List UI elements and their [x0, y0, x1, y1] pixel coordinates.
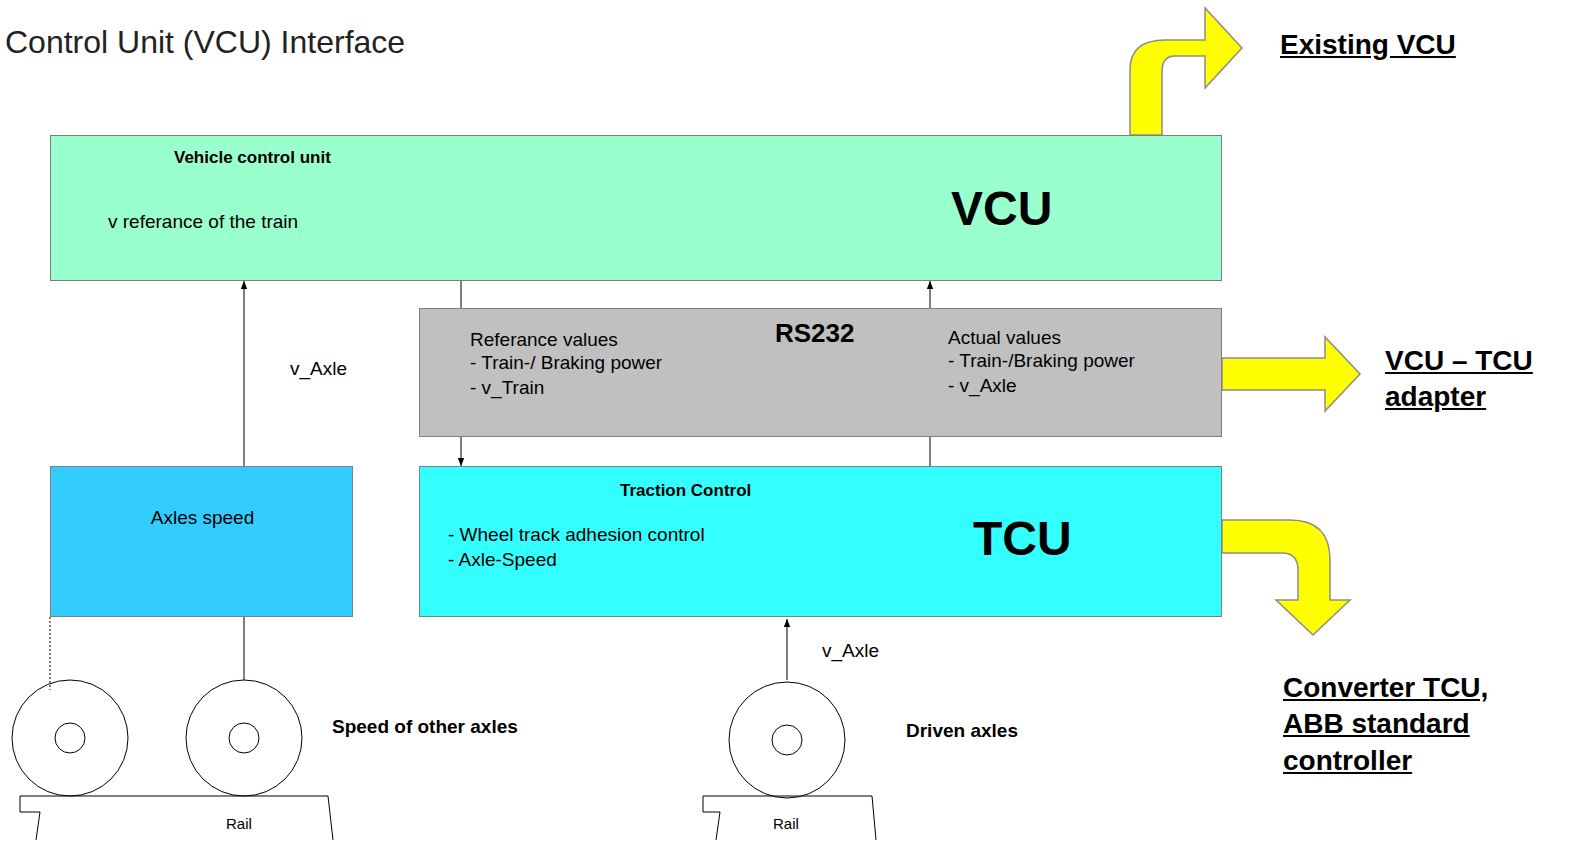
rs232-box: Referance values- Train-/ Braking power -… — [419, 308, 1222, 437]
yellow-arrow — [1222, 337, 1360, 411]
axle-speed-box: Axles speed — [50, 466, 353, 617]
callout-title: Converter TCU, ABB standard controller — [1283, 670, 1533, 779]
node-text: Axles speed — [151, 507, 255, 529]
callout-title: VCU – TCU adapter — [1385, 343, 1563, 416]
node-text: - Wheel track adhesion control — [448, 524, 705, 546]
sensor-arrow — [787, 619, 788, 680]
sensor-line — [244, 617, 245, 680]
yellow-arrow — [1222, 520, 1350, 635]
rail — [20, 796, 333, 840]
node-text: - v_Axle — [948, 375, 1017, 397]
node-text: Referance values — [470, 329, 618, 351]
tcu-box: Traction Control - Wheel track adhesion c… — [419, 466, 1222, 617]
sensor-line — [50, 617, 51, 690]
rail-label: Rail — [226, 815, 252, 832]
node-text: - Train-/ Braking power — [470, 352, 662, 374]
page-title: Control Unit (VCU) Interface — [5, 24, 405, 61]
node-text: RS232 — [775, 318, 855, 349]
node-text: Actual values — [948, 327, 1061, 349]
wheel — [12, 680, 845, 798]
node-text: v referance of the train — [108, 211, 298, 233]
node-text: - v_Train — [470, 377, 544, 399]
rail-label: Rail — [773, 815, 799, 832]
callout-title: Existing VCU — [1280, 27, 1550, 63]
node-text: Traction Control — [620, 481, 751, 501]
node-text: Vehicle control unit — [174, 148, 331, 168]
vcu-box: Vehicle control unit v referance of the t… — [50, 135, 1222, 281]
rail — [703, 796, 876, 840]
node-text: - Axle-Speed — [448, 549, 557, 571]
node-text: VCU — [951, 181, 1052, 236]
axle-label: Driven axles — [906, 720, 1018, 742]
signal-label: v_Axle — [290, 358, 347, 380]
node-text: - Train-/Braking power — [948, 350, 1135, 372]
signal-arrow — [244, 281, 245, 466]
axle-label: Speed of other axles — [332, 716, 518, 738]
yellow-arrow — [1130, 8, 1242, 135]
signal-label: v_Axle — [822, 640, 879, 662]
node-text: TCU — [973, 511, 1072, 566]
